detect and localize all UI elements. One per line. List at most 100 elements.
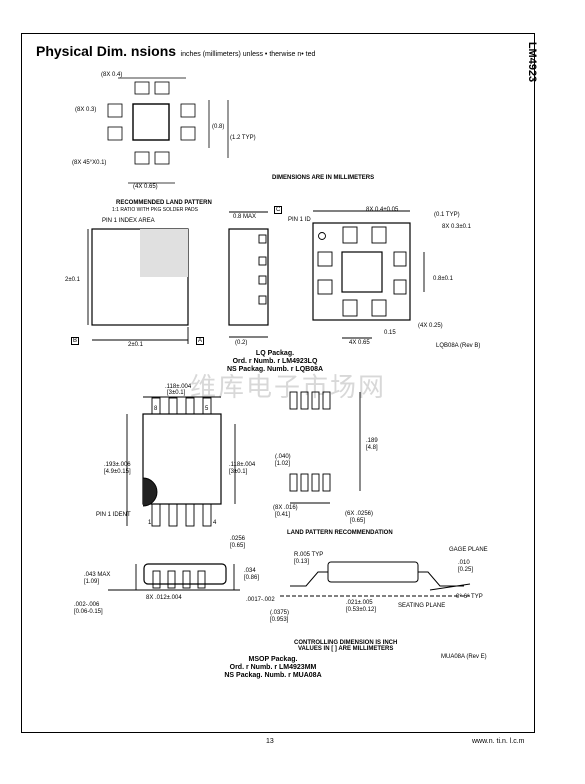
dim-label: .118±.004 [165,384,192,390]
msop-caption-line: NS Packag. Numb. r MUA08A [224,672,322,679]
dim-label: .010 [458,560,470,566]
msop-top-view [126,396,236,527]
dimensions-note: DIMENSIONS ARE IN MILLIMETERS [272,175,375,181]
dim-label: (.0375) [270,610,290,616]
pin-number: 4 [213,520,217,526]
dim-label: [1.09] [84,579,100,585]
dim-label: [0.25] [458,567,474,573]
dim-label: 0°-6° TYP [456,594,483,600]
datum-b: B [71,337,80,345]
land-pad [134,151,150,165]
dim-label: [0.53±0.12] [346,607,376,613]
page-number: 13 [266,738,274,745]
msop-land-pattern [289,391,361,504]
dim-label: SEATING PLANE [398,603,446,609]
bottom-pad [393,279,407,295]
dim-label: [0.65] [230,543,246,549]
dim-label: [0.06-0.15] [74,609,103,615]
land-center-pad [132,103,170,141]
dim-label: PIN 1 ID [288,217,311,223]
dim-label: (8X 0.3) [75,107,97,113]
dim-label: (8X .016) [273,505,298,511]
bottom-pad [393,251,407,267]
msop-caption-line: Ord. r Numb. r LM4923MM [229,664,317,671]
lq-top-view [87,228,189,344]
bottom-pad [371,299,387,317]
pin1-dot [318,232,326,240]
land-pad [180,103,196,118]
land-title: RECOMMENDED LAND PATTERN [116,200,212,206]
dim-label: 0.8 MAX [233,214,257,220]
dim-label: (0.2) [235,340,248,346]
msop-revision: MUA08A (Rev E) [441,654,487,660]
dim-label: [3±0.1] [167,390,186,396]
lq-side-view [228,211,269,338]
pin-number: 5 [205,406,209,412]
msop-caption: MSOP Packag. Ord. r Numb. r LM4923MM NS … [188,656,358,680]
pin1-index-area [140,229,188,277]
dim-label: (8X 45°X0.1) [72,160,107,166]
lq-bottom-view [312,210,425,339]
land-pad [154,81,170,95]
dim-label: R.005 TYP [294,552,324,558]
datum-c: C [274,206,283,214]
footer-url: www.n. ti.n. l.c.m [472,738,525,745]
controlling-note: CONTROLLING DIMENSION IS INCH VALUES IN … [294,640,397,652]
dim-label: 8X 0.3±0.1 [442,224,471,230]
dim-label: PIN 1 INDEX AREA [102,218,155,224]
lq-caption-line: LQ Packag. [255,350,295,357]
dim-label: .034 [244,568,256,574]
dim-label: [0.13] [294,559,310,565]
msop-caption-line: MSOP Packag. [248,656,298,663]
dim-label: 8X 0.4±0.05 [366,207,399,213]
dim-label: 0.8±0.1 [433,276,453,282]
dim-label: 4X 0.65 [349,340,370,346]
land-pad [107,126,123,141]
title-text: Physical Dim. nsions [36,43,177,59]
dim-label: (8X 0.4) [101,72,123,78]
lq-caption-line: Ord. r Numb. r LM4923LQ [232,358,318,365]
dim-label: PIN 1 IDENT [96,512,131,518]
land-pad [154,151,170,165]
dim-label: [0.86] [244,575,260,581]
dim-label: .189 [366,438,378,444]
controlling-note-line: CONTROLLING DIMENSION IS INCH [294,640,398,646]
land-pad [134,81,150,95]
bottom-pad [317,251,333,267]
dim-label: [0.41] [275,512,291,518]
dim-label: (.040) [275,454,291,460]
lq-caption-line: NS Packag. Numb. r LQB08A [226,366,324,373]
lq-land-pattern [107,77,229,184]
pin1-ident-mark [142,477,158,507]
msop-side-view [108,563,240,591]
watermark: 维库电子市场网 [190,373,387,403]
dim-label: [0.65] [350,518,366,524]
dim-label: (0.1 TYP) [434,212,460,218]
dim-label: (4X 0.25) [418,323,443,329]
dim-label: [4.9±0.15] [104,469,131,475]
datum-a: A [196,337,205,345]
dim-label: 2±0.1 [65,277,80,283]
bottom-pad [371,226,387,244]
dim-label: 2±0.1 [128,342,143,348]
bottom-pad [342,226,358,244]
pin-number: 8 [154,406,158,412]
bottom-pad [342,299,358,317]
dim-label: [3±0.1] [229,469,248,475]
title-subtitle: inches (millimeters) unless • therwise n… [180,51,316,58]
bottom-pad [317,279,333,295]
dim-label: .0256 [230,536,246,542]
land-pattern-title: LAND PATTERN RECOMMENDATION [287,530,393,536]
dim-label: .193±.006 [104,462,131,468]
page-frame [21,33,535,733]
section-title: Physical Dim. nsions inches (millimeters… [36,43,315,61]
dim-label: [4.8] [366,445,378,451]
pin-number: 1 [148,520,152,526]
dim-label: GAGE PLANE [449,547,488,553]
dim-label: (4X 0.65) [133,184,158,190]
dim-label: (0.8) [212,124,225,130]
dim-label: (1.2 TYP) [230,135,256,141]
lq-revision: LQB08A (Rev B) [436,343,481,349]
land-pad [180,126,196,141]
dim-label: .0017-.002 [246,597,275,603]
